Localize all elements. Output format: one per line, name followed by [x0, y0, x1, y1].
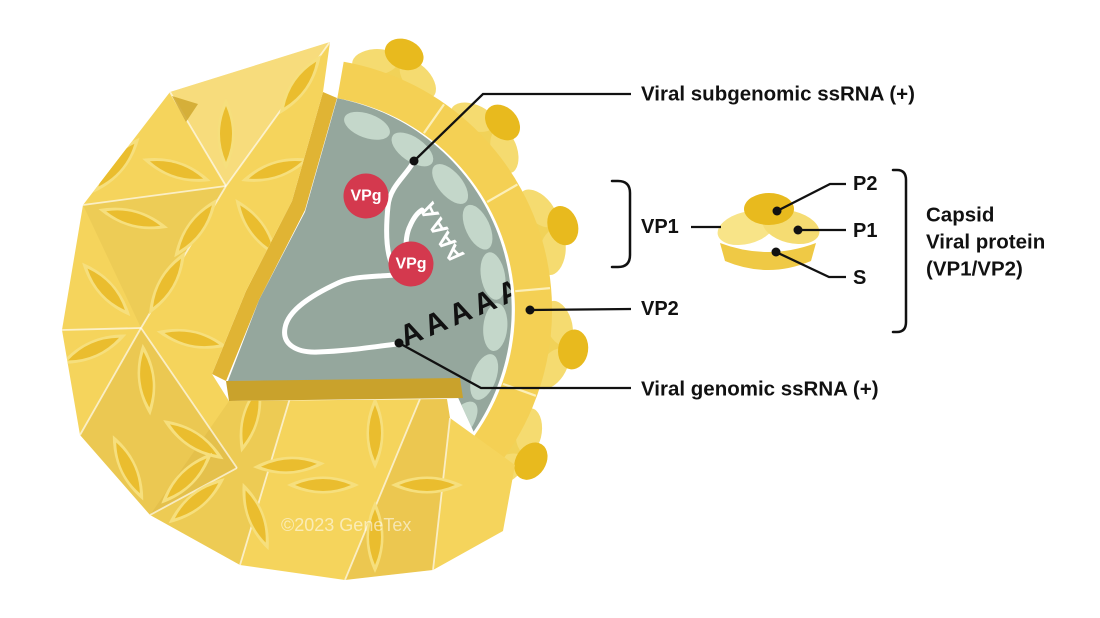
label-vp1: VP1: [641, 216, 679, 238]
caption-line1: Capsid: [926, 204, 994, 227]
s-domain: [720, 243, 816, 270]
label-subgenomic-rna: Viral subgenomic ssRNA (+): [641, 83, 915, 106]
callout-line-vp2: [529, 307, 632, 312]
callouts: [394, 92, 908, 390]
label-vp2: VP2: [641, 298, 679, 320]
label-p2: P2: [853, 173, 877, 195]
label-s: S: [853, 267, 866, 289]
virus-capsid: ©2023 GeneTex: [62, 42, 515, 580]
genomic-rna-strand: [282, 269, 416, 355]
shell-rim-band: [337, 61, 553, 522]
capsid-protein-diagram: [717, 193, 820, 270]
vpg-protein-1: VPg: [343, 173, 389, 219]
callout-line-subgenomic: [413, 92, 631, 162]
vpg-protein-2: VPg: [388, 241, 434, 287]
vpg-circle: [343, 173, 389, 219]
vp1-bracket: [610, 179, 632, 269]
cut-wall-left: [212, 92, 337, 381]
callout-line-s: [775, 250, 846, 279]
cut-wall-bottom: [226, 378, 463, 401]
callout-dots: [394, 156, 803, 348]
callout-line-p2: [776, 182, 846, 213]
callout-line-genomic: [398, 341, 631, 390]
vpg-circle: [388, 241, 434, 287]
label-genomic-rna: Viral genomic ssRNA (+): [641, 378, 879, 401]
labels: Viral subgenomic ssRNA (+) Viral genomic…: [641, 83, 1045, 401]
caption-line3: (VP1/VP2): [926, 258, 1023, 281]
capsid-protein-bracket: [891, 168, 908, 334]
vpg-label: VPg: [395, 256, 426, 273]
p2-domain: [744, 193, 794, 225]
caption-line2: Viral protein: [926, 231, 1045, 254]
label-p1: P1: [853, 220, 877, 242]
capsid-surface-pattern: [62, 42, 463, 580]
vpg-label: VPg: [350, 188, 381, 205]
watermark: ©2023 GeneTex: [281, 515, 411, 535]
capsid-protein-caption: Capsid Viral protein (VP1/VP2): [926, 204, 1045, 281]
vertex-notch: [172, 96, 198, 122]
